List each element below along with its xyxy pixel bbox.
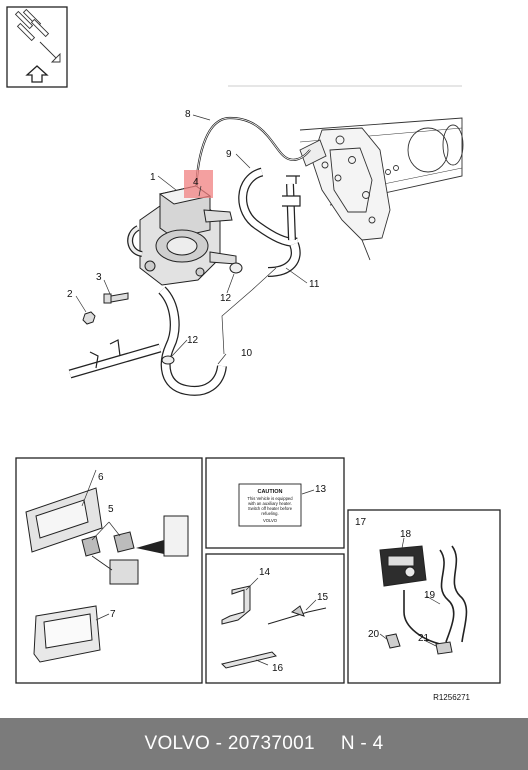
harness-19 bbox=[403, 545, 468, 645]
parts-diagram: 1 4 8 9 3 2 12 11 12 10 6 5 7 CAUTION T bbox=[6, 6, 501, 702]
auxiliary-heater-unit bbox=[127, 185, 237, 286]
highlight-box-4 bbox=[184, 170, 213, 198]
caution-line-3: Switch off heater before bbox=[248, 506, 293, 511]
callout-19: 19 bbox=[424, 590, 436, 601]
callout-15: 15 bbox=[317, 592, 329, 603]
nut-2 bbox=[82, 311, 96, 325]
footer-bar: VOLVO - 20737001 N - 4 bbox=[0, 718, 528, 770]
bracket-14 bbox=[221, 585, 251, 625]
caution-line-2: with an auxiliary heater. bbox=[248, 501, 292, 506]
callout-2: 2 bbox=[67, 289, 73, 300]
callout-12-top: 12 bbox=[220, 293, 232, 304]
caution-brand: VOLVO bbox=[263, 518, 278, 523]
callout-7: 7 bbox=[110, 609, 116, 620]
hose-11 bbox=[267, 242, 301, 277]
callout-17: 17 bbox=[355, 517, 367, 528]
caution-label-13 bbox=[238, 483, 302, 527]
tie-15 bbox=[267, 605, 327, 625]
panel-brackets: 14 15 16 bbox=[205, 553, 345, 684]
footer-part-number: 20737001 bbox=[227, 733, 315, 754]
callout-6: 6 bbox=[98, 472, 104, 483]
callout-8: 8 bbox=[185, 109, 191, 120]
caution-line-4: refueling. bbox=[261, 511, 278, 516]
orientation-arrows-icon bbox=[14, 8, 61, 63]
leader-lines bbox=[75, 114, 308, 365]
caution-line-1: This Vehicle is equipped bbox=[247, 496, 293, 501]
hose-10 bbox=[158, 286, 227, 396]
callout-16: 16 bbox=[272, 663, 284, 674]
panel-caution-label: CAUTION This Vehicle is equipped with an… bbox=[205, 457, 345, 549]
connector-21 bbox=[435, 641, 453, 655]
callout-9: 9 bbox=[226, 149, 232, 160]
callout-10: 10 bbox=[241, 348, 253, 359]
callout-1: 1 bbox=[150, 172, 156, 183]
footer-brand: VOLVO bbox=[144, 733, 211, 754]
panel-remote-kit: 17 18 19 20 21 bbox=[347, 509, 501, 684]
callout-12-bottom: 12 bbox=[187, 335, 199, 346]
panel-controls: 6 5 7 bbox=[15, 457, 203, 684]
hose-9 bbox=[238, 167, 301, 247]
caution-title: CAUTION bbox=[257, 489, 282, 495]
callout-4: 4 bbox=[193, 177, 199, 188]
callout-20: 20 bbox=[368, 629, 380, 640]
callout-5: 5 bbox=[108, 504, 114, 515]
pipe-bracket bbox=[68, 339, 162, 379]
vehicle-frame bbox=[228, 85, 464, 261]
switch-5b bbox=[113, 531, 135, 553]
callout-11: 11 bbox=[309, 279, 320, 290]
reference-code: R1256271 bbox=[433, 693, 470, 702]
callout-3: 3 bbox=[96, 272, 102, 283]
up-arrow-icon bbox=[25, 65, 49, 83]
callout-18: 18 bbox=[400, 529, 412, 540]
callout-14: 14 bbox=[259, 567, 271, 578]
timer-18 bbox=[379, 545, 427, 587]
footer-position: N - 4 bbox=[340, 733, 384, 754]
bolt-3 bbox=[103, 292, 129, 304]
orientation-icon-box bbox=[6, 6, 68, 88]
tie-16 bbox=[221, 651, 277, 669]
callout-13: 13 bbox=[315, 484, 327, 495]
callout-21: 21 bbox=[418, 633, 430, 644]
footer-separator: - bbox=[215, 733, 223, 754]
connector-20 bbox=[385, 633, 401, 649]
clamp-12 bbox=[161, 262, 243, 365]
switch-5a bbox=[81, 535, 101, 557]
